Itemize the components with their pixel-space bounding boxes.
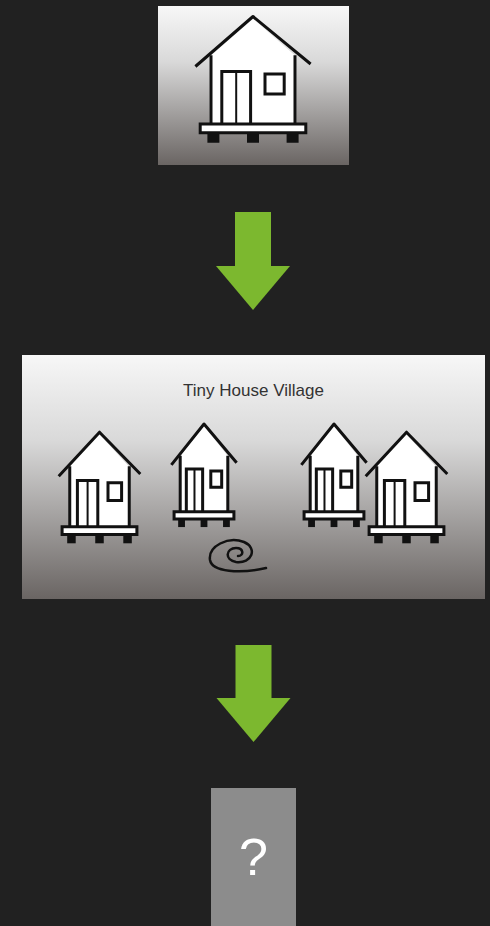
unknown-box: ? — [211, 788, 296, 926]
panel-title: Tiny House Village — [183, 381, 324, 401]
flow-arrow — [217, 645, 291, 742]
down-arrow — [216, 212, 290, 310]
house-icon — [171, 424, 236, 527]
spiral-path — [210, 540, 266, 571]
house-icon — [195, 17, 310, 143]
house-icon — [366, 432, 448, 543]
question-mark: ? — [239, 826, 268, 888]
house-panel — [158, 6, 349, 165]
arrow-head — [217, 698, 291, 742]
house-icon — [59, 432, 141, 543]
house-icon — [301, 424, 366, 527]
arrow-shaft — [236, 645, 272, 700]
